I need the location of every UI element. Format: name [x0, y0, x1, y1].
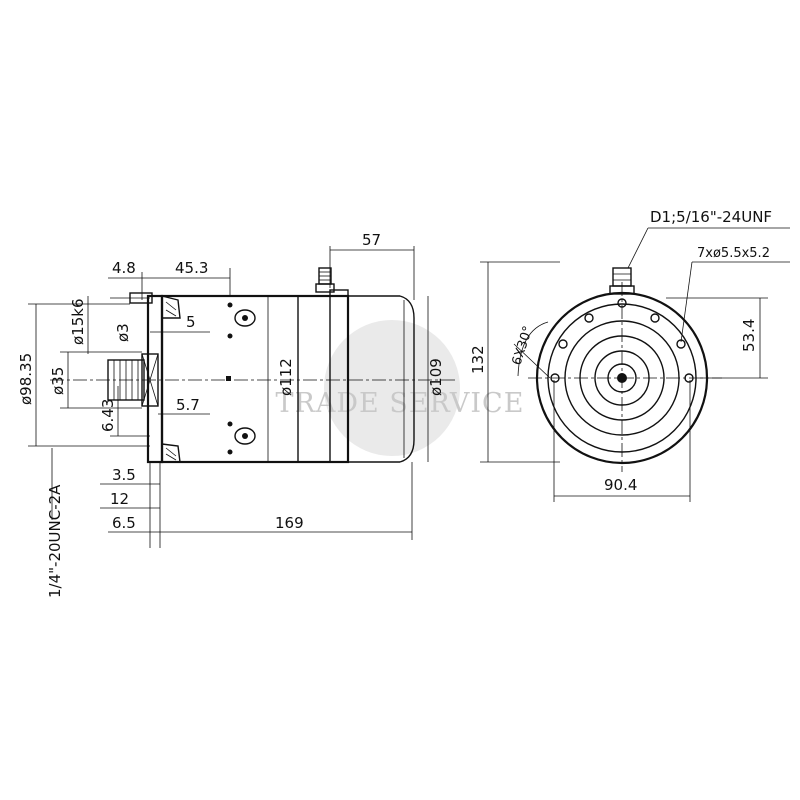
- dim-diameter-109: ø109: [427, 358, 445, 396]
- dim-3-5: 3.5: [112, 466, 136, 484]
- end-view-dimensions: [513, 227, 790, 502]
- side-view-dimensions: [28, 246, 560, 548]
- thread-spec: 1/4"-20UNC-2A: [46, 484, 64, 598]
- dim-4-8: 4.8: [112, 259, 136, 277]
- dim-diameter-98-35: ø98.35: [17, 353, 35, 405]
- dim-diameter-112: ø112: [277, 358, 295, 396]
- motor-body: [160, 289, 415, 464]
- holes-label: 7xø5.5x5.2: [697, 246, 770, 261]
- dim-57: 57: [362, 231, 381, 249]
- dim-5: 5: [186, 313, 196, 331]
- dim-diameter-35: ø35: [49, 367, 67, 395]
- dim-90-4: 90.4: [604, 476, 637, 494]
- watermark-text: TRADE SERVICE: [276, 388, 525, 419]
- dim-6-5: 6.5: [112, 514, 136, 532]
- terminal-stud: [315, 267, 335, 293]
- watermark-circle: [324, 320, 460, 456]
- watermark: TRADE SERVICE: [276, 320, 525, 456]
- dim-45-3: 45.3: [175, 259, 208, 277]
- dim-12: 12: [110, 490, 129, 508]
- end-view: D1;5/16"-24UNF 7xø5.5x5.2 6X30° 53.4 90.…: [510, 208, 790, 502]
- side-view: 4.8 45.3 57 ø15k6 ø3 5 ø98.35 ø35 6.43 5…: [17, 231, 560, 598]
- dim-53-4: 53.4: [740, 319, 758, 352]
- dim-6-43: 6.43: [99, 399, 117, 432]
- dim-169: 169: [275, 514, 304, 532]
- shaft: [107, 292, 153, 401]
- dim-diameter-3: ø3: [114, 323, 132, 342]
- terminal-label: D1;5/16"-24UNF: [650, 208, 772, 226]
- through-bolts: [226, 302, 256, 455]
- dim-132: 132: [469, 345, 487, 374]
- dim-5-7: 5.7: [176, 396, 200, 414]
- dim-diameter-15k6: ø15k6: [69, 299, 87, 346]
- terminal-stud-end: [609, 267, 635, 295]
- mounting-holes: [550, 298, 694, 383]
